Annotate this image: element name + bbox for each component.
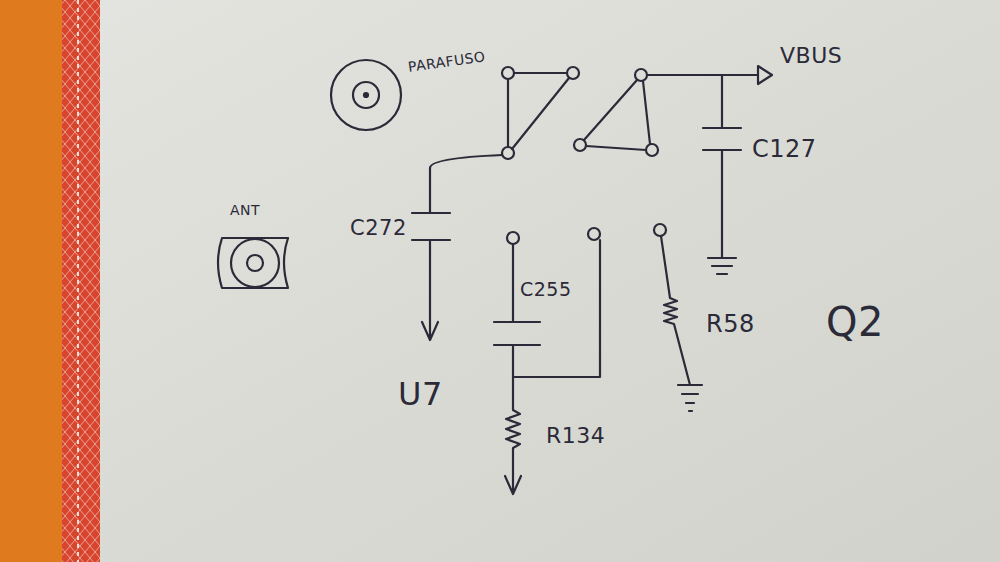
screw-symbol [331, 60, 401, 130]
fabric [0, 0, 70, 562]
fabric-seam [62, 0, 100, 562]
part-label: R134 [546, 425, 605, 447]
trace-triangle [508, 73, 569, 149]
screw-label: PARAFUSO [407, 49, 486, 74]
seam-thread [77, 0, 79, 562]
resistor-symbol [505, 377, 521, 494]
part-label: U7 [398, 378, 443, 410]
capacitor-symbol [494, 240, 600, 377]
trace-triangle [584, 80, 650, 150]
antenna-connector [218, 238, 288, 288]
part-label: Q2 [826, 302, 884, 342]
part-label: C255 [520, 280, 572, 299]
part-label: C127 [752, 137, 817, 161]
connector-label: ANT [230, 203, 260, 217]
vbus-wire [647, 66, 772, 84]
part-label: R58 [706, 312, 755, 336]
part-label: C272 [350, 218, 407, 239]
capacitor-symbol [412, 155, 502, 340]
solder-pads [502, 67, 666, 244]
resistor-symbol [661, 236, 702, 411]
net-label: VBUS [780, 45, 842, 67]
capacitor-symbol [703, 75, 741, 274]
